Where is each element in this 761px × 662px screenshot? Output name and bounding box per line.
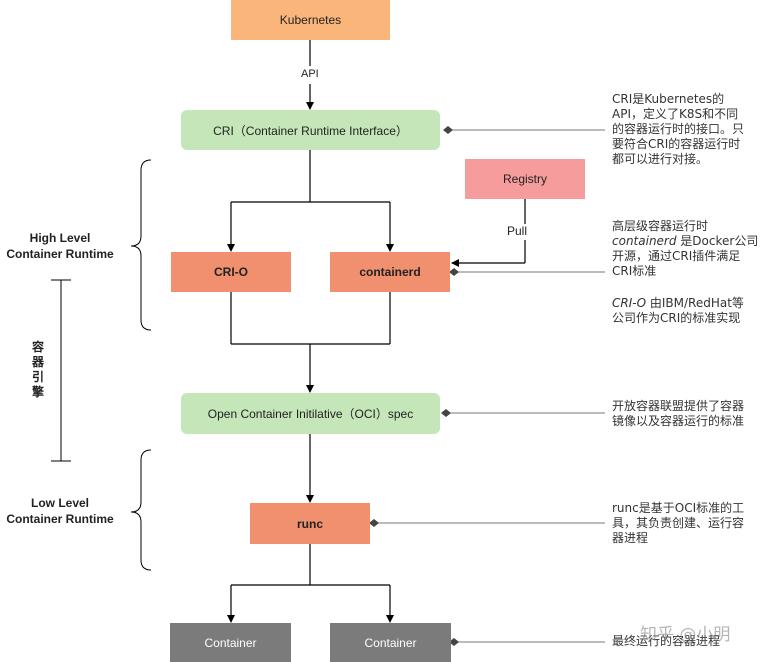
low-level-runtime-label: Low Level Container Runtime [0, 495, 120, 527]
oci-node: Open Container Initilative（OCI）spec [181, 393, 440, 434]
crio-note-line1: CRI-O 由IBM/RedHat等 [612, 296, 760, 311]
cri-note-line2: API，定义了K8S和不同 [612, 107, 739, 121]
api-edge-label: API [301, 68, 319, 80]
high-level-runtime-label: High Level Container Runtime [0, 230, 120, 262]
container-note: 最终运行的容器进程 [612, 634, 721, 648]
oci-note-line2: 镜像以及容器运行的标准 [612, 414, 745, 428]
high-level-note-line1: 高层级容器运行时 [612, 219, 709, 233]
runc-note-line2: 具，其负责创建、运行容 [612, 516, 745, 530]
containerd-em: containerd [612, 234, 677, 248]
crio-em: CRI-O [612, 296, 647, 310]
container-node-1: Container [170, 623, 291, 662]
containerd-rest: 是Docker公司 [676, 234, 759, 248]
kubernetes-node: Kubernetes [231, 0, 390, 40]
cri-note-line5: 都可以进行对接。 [612, 152, 709, 166]
high-level-note-line3: 开源，通过CRI插件满足 [612, 249, 741, 263]
high-level-note-line4: CRI标准 [612, 264, 657, 278]
registry-node: Registry [465, 159, 585, 199]
high-level-note-line2: containerd 是Docker公司 [612, 234, 760, 249]
runc-node: runc [250, 503, 370, 544]
container-engine-label: 容 器 引 擎 [31, 340, 45, 400]
crio-node: CRI-O [171, 252, 291, 292]
oci-note-line1: 开放容器联盟提供了容器 [612, 399, 745, 413]
oci-note: 开放容器联盟提供了容器 镜像以及容器运行的标准 [612, 399, 760, 429]
low-level-label-line2: Container Runtime [6, 512, 114, 526]
cri-note-line3: 的容器运行时的接口。只 [612, 122, 745, 136]
engine-char-4: 擎 [31, 385, 44, 399]
runc-note-line3: 器进程 [612, 531, 649, 545]
engine-char-1: 容 [31, 340, 44, 354]
high-level-label-line1: High Level [29, 231, 91, 245]
crio-rest: 由IBM/RedHat等 [646, 296, 744, 310]
high-level-brace [130, 159, 152, 331]
engine-char-2: 器 [31, 355, 44, 369]
container-node-2: Container [330, 623, 451, 662]
cri-note: CRI是Kubernetes的 API，定义了K8S和不同 的容器运行时的接口。… [612, 92, 760, 167]
pull-edge-label: Pull [507, 224, 528, 238]
runc-note: runc是基于OCI标准的工 具，其负责创建、运行容 器进程 [612, 501, 760, 546]
high-level-label-line2: Container Runtime [6, 247, 114, 261]
low-level-label-line1: Low Level [30, 496, 89, 510]
crio-note: CRI-O 由IBM/RedHat等 公司作为CRI的标准实现 [612, 296, 760, 326]
zhihu-watermark: 知乎 @小明 [640, 625, 731, 645]
cri-node: CRI（Container Runtime Interface） [181, 110, 440, 150]
low-level-brace [130, 449, 152, 571]
cri-note-line4: 要符合CRI的容器运行时 [612, 137, 741, 151]
runc-note-line1: runc是基于OCI标准的工 [612, 501, 745, 515]
containerd-node: containerd [330, 252, 450, 292]
high-level-note: 高层级容器运行时 containerd 是Docker公司 开源，通过CRI插件… [612, 219, 760, 279]
crio-note-line2: 公司作为CRI的标准实现 [612, 311, 741, 325]
engine-char-3: 引 [31, 370, 44, 384]
cri-note-line1: CRI是Kubernetes的 [612, 92, 725, 106]
